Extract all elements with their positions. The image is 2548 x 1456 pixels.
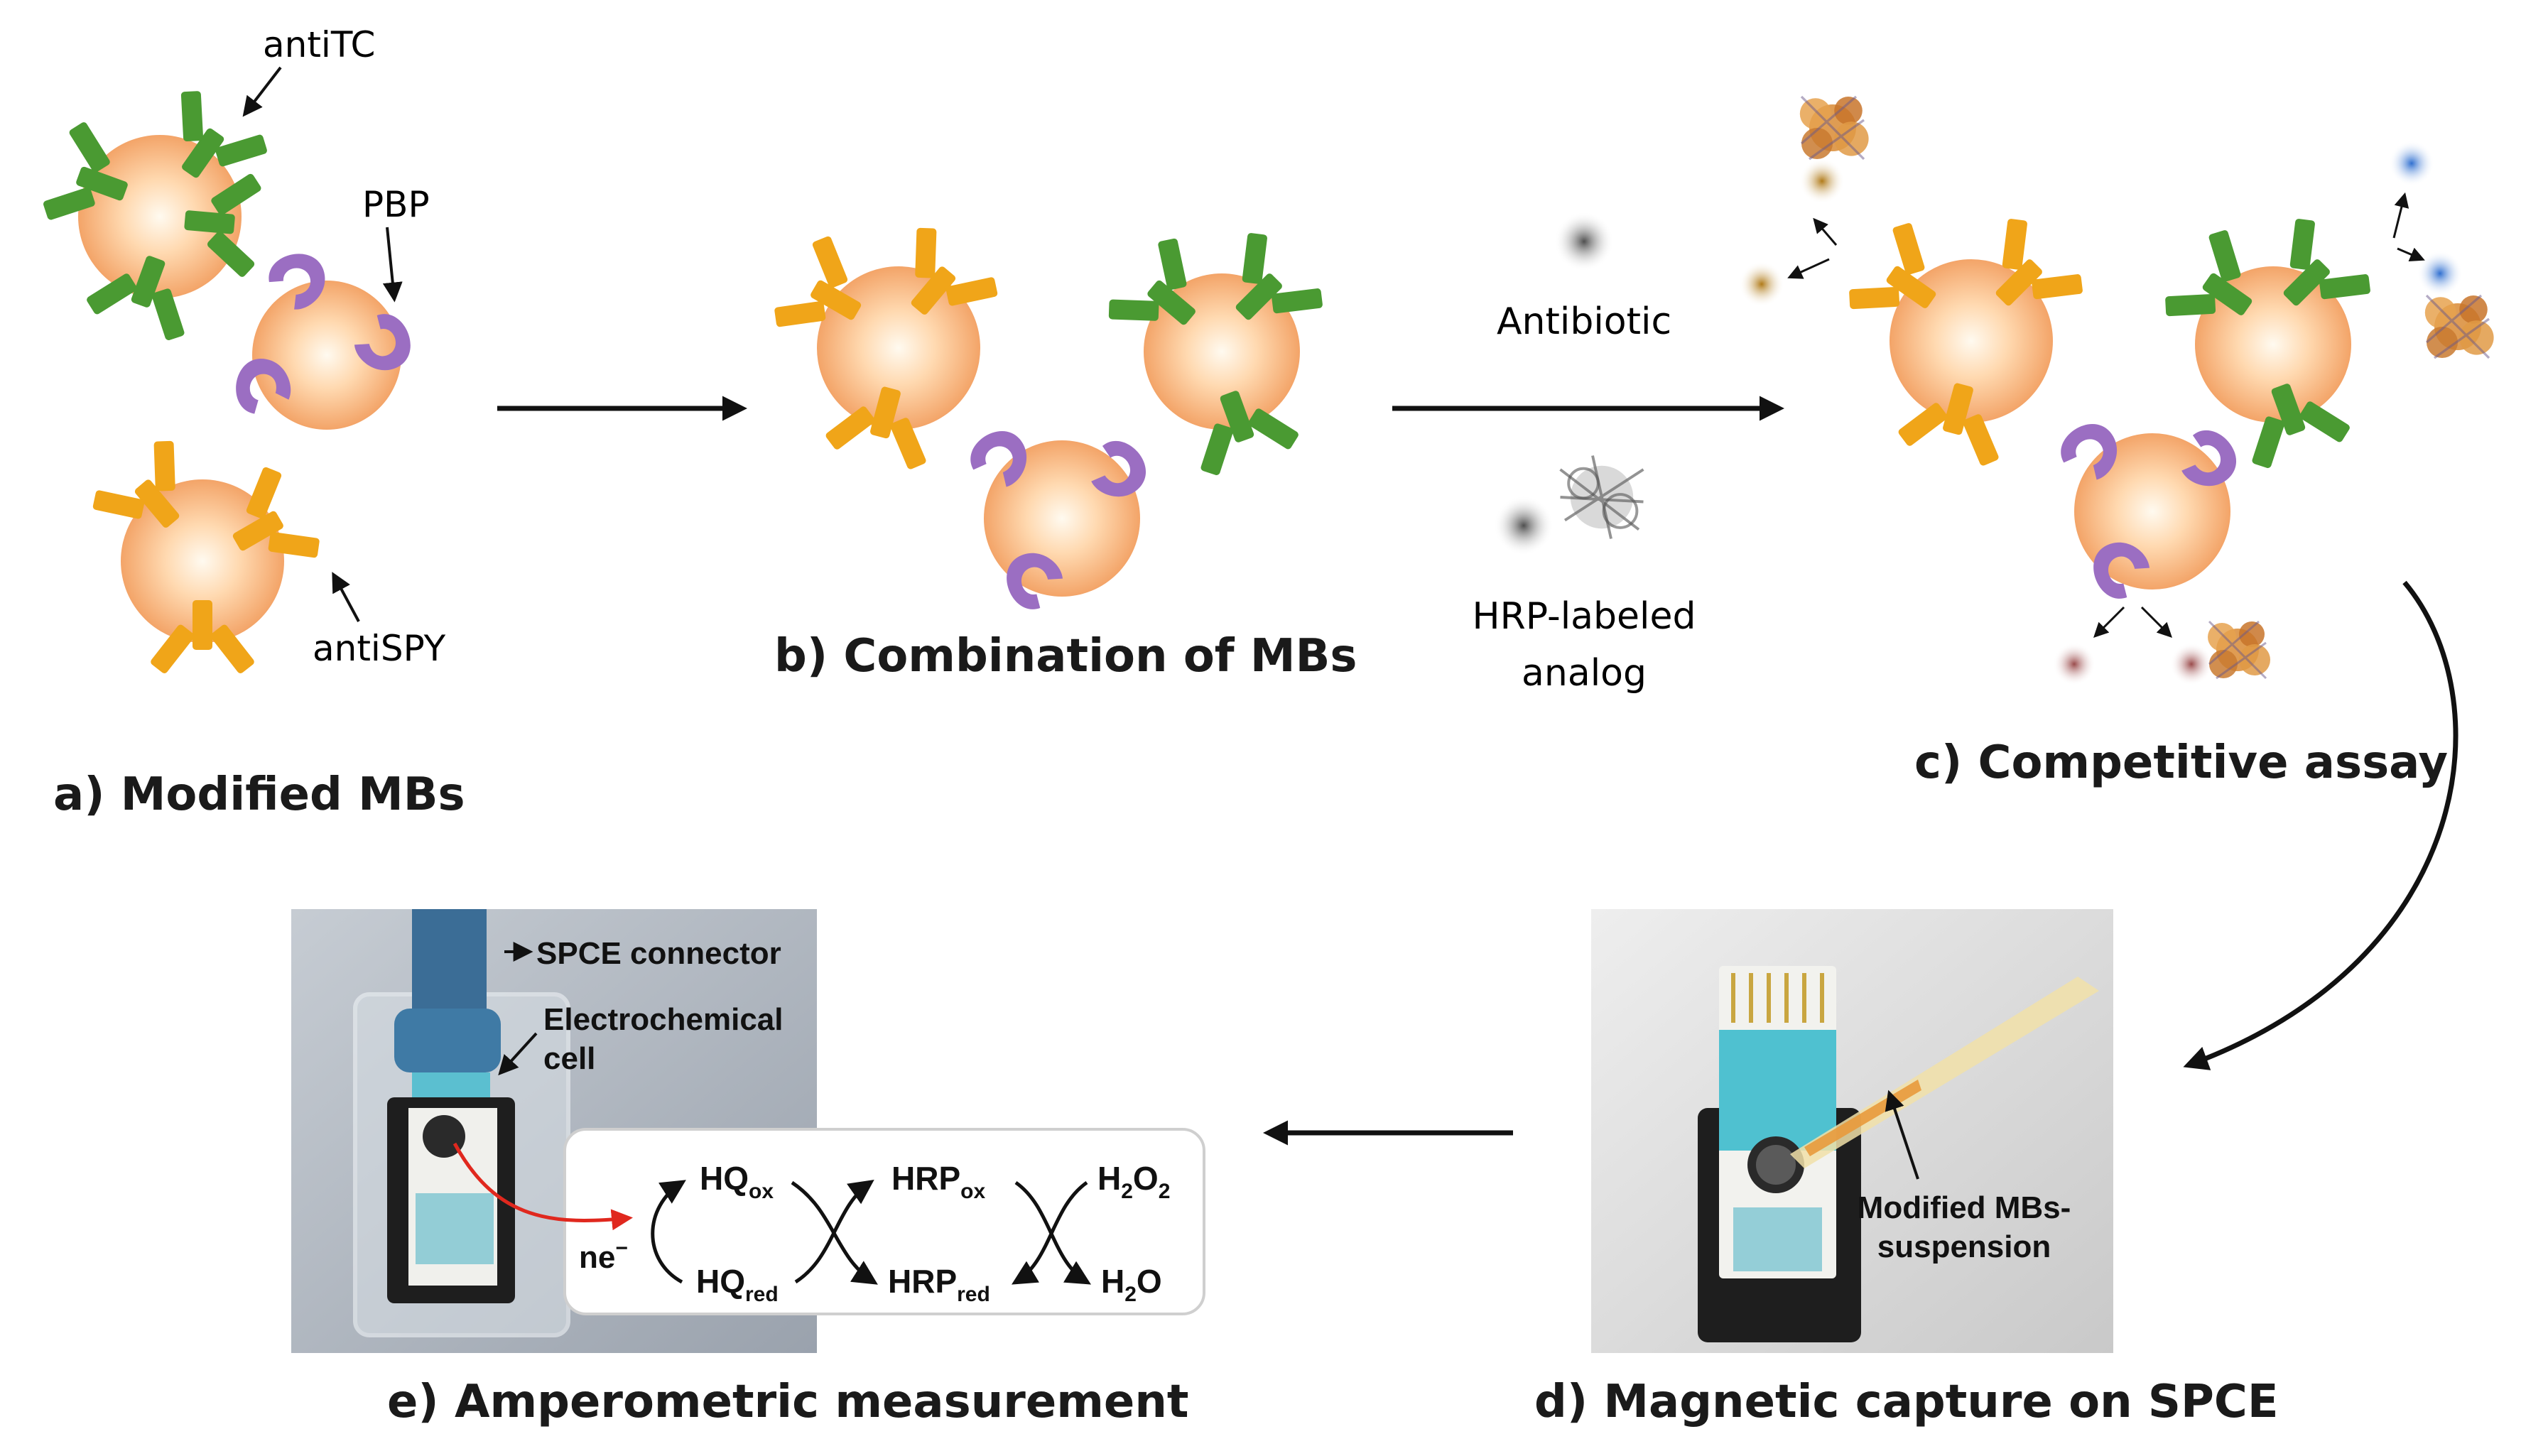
label-antiSPY: antiSPY <box>313 628 446 669</box>
h2o2: H2O2 <box>1097 1160 1170 1203</box>
release-arrow <box>2397 247 2425 262</box>
caption-a: a) Modified MBs <box>53 768 465 821</box>
antibiotic-molecule-icon <box>1554 212 1614 271</box>
label-mbs-line2: suspension <box>1877 1229 2051 1264</box>
spce-label <box>1719 1030 1836 1151</box>
hrp-ox: HRPox <box>891 1160 985 1203</box>
reaction-scheme-box <box>563 1128 1205 1315</box>
hrp-red: HRPred <box>888 1263 990 1306</box>
spy-molecule-icon <box>1739 261 1784 307</box>
label-antiTC: antiTC <box>263 24 375 65</box>
panel-c-competitive-assay: c) Competitive assay <box>1739 95 2495 789</box>
spce-connector-cap <box>394 1009 501 1072</box>
hrp-enzyme-icon <box>1558 454 1645 540</box>
pointer-arrow <box>1885 1090 1919 1180</box>
label-hrp-line1: HRP-labeled <box>1473 595 1696 638</box>
bead-antiTC <box>37 82 276 347</box>
pbp-hrp-conjugate-icon <box>2170 643 2213 685</box>
bead-antiSPY <box>84 431 328 675</box>
caption-d: d) Magnetic capture on SPCE <box>1534 1376 2279 1428</box>
tc-molecule-icon <box>2389 141 2434 186</box>
label-hrp-line2: analog <box>1522 652 1647 695</box>
cycle-arrow <box>794 1179 874 1284</box>
release-arrow <box>2093 606 2125 638</box>
caption-b: b) Combination of MBs <box>774 630 1357 683</box>
bead-PBP <box>232 249 418 430</box>
label-cell-line2: cell <box>543 1041 595 1076</box>
hrp-enzyme-icon <box>1799 95 1870 161</box>
label-PBP: PBP <box>362 184 430 225</box>
spy-hrp-conjugate-icon <box>1799 158 1845 204</box>
release-arrow <box>2140 606 2172 638</box>
pointer-arrow <box>382 227 403 303</box>
release-arrow <box>1813 217 1838 246</box>
magnetic-bead <box>78 135 242 298</box>
magnetic-bead <box>252 281 401 430</box>
panel-a-modified-mbs: antiTC PBP antiSPY a) Modified MBs <box>37 24 465 821</box>
cycle-arrow <box>651 1180 686 1284</box>
release-arrow <box>2392 192 2409 239</box>
label-mbs-line1: Modified MBs- <box>1858 1190 2071 1225</box>
reagents: Antibiotic HRP-labeled analog <box>1392 212 1784 695</box>
electron-label: ne− <box>579 1237 628 1275</box>
label-cell-line1: Electrochemical <box>543 1002 784 1037</box>
panel-e-amperometric: SPCE connector Electrochemical cell ne− … <box>291 909 1205 1428</box>
pointer-arrow <box>242 66 282 117</box>
h2o: H2O <box>1101 1263 1162 1306</box>
pointer-arrow <box>332 572 360 622</box>
release-arrow <box>1787 258 1830 279</box>
panel-d-magnetic-capture: Modified MBs- suspension d) Magnetic cap… <box>1534 909 2279 1428</box>
hrp-analog-molecule-icon <box>1494 496 1554 555</box>
electron-transfer-arrow <box>452 1142 633 1231</box>
caption-e: e) Amperometric measurement <box>387 1376 1188 1428</box>
hq-ox: HQox <box>700 1160 774 1203</box>
label-spce-connector: SPCE connector <box>536 936 781 971</box>
tc-hrp-conjugate-icon <box>2417 251 2463 296</box>
pointer-arrow <box>498 1032 538 1076</box>
pbp-analyte-icon <box>2053 643 2096 685</box>
hq-red: HQred <box>696 1263 779 1306</box>
panel-b-combination: b) Combination of MBs <box>766 218 1357 683</box>
hrp-enzyme-icon <box>2424 294 2495 359</box>
flow-arrow-c-d <box>2183 580 2458 1070</box>
label-antibiotic: Antibiotic <box>1497 300 1671 343</box>
caption-c: c) Competitive assay <box>1914 737 2448 789</box>
hrp-enzyme-icon <box>2206 620 2272 680</box>
cycle-arrow <box>1012 1180 1088 1285</box>
